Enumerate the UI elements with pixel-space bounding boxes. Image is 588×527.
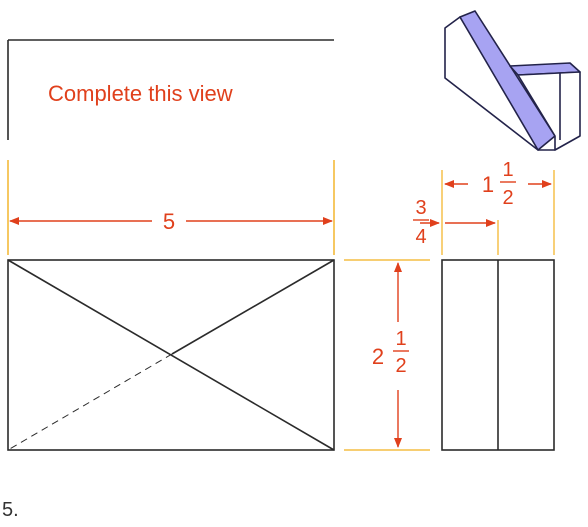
- pictorial-front-face: [517, 71, 581, 151]
- side-view: [441, 259, 555, 451]
- problem-number: 5.: [2, 499, 19, 521]
- width-extension-lines: [7, 160, 335, 255]
- offset-denominator: 4: [415, 226, 426, 248]
- depth-denominator: 2: [502, 187, 513, 209]
- front-view-hidden-edge: [7, 353, 173, 451]
- height-denominator: 2: [395, 355, 406, 377]
- front-view-visible-edge: [171, 259, 335, 355]
- depth-numerator: 1: [502, 159, 513, 181]
- height-whole: 2: [372, 344, 384, 369]
- height-numerator: 1: [395, 328, 406, 350]
- offset-numerator: 3: [415, 197, 426, 219]
- width-dimension-value: 5: [163, 209, 175, 234]
- height-extension-lines: [344, 259, 430, 451]
- complete-view-instruction: Complete this view: [48, 81, 233, 106]
- isometric-pictorial: [444, 10, 581, 151]
- depth-whole: 1: [482, 172, 494, 197]
- front-view: [7, 259, 335, 451]
- side-extension-lines: [441, 170, 555, 255]
- top-view-outline: [7, 39, 334, 140]
